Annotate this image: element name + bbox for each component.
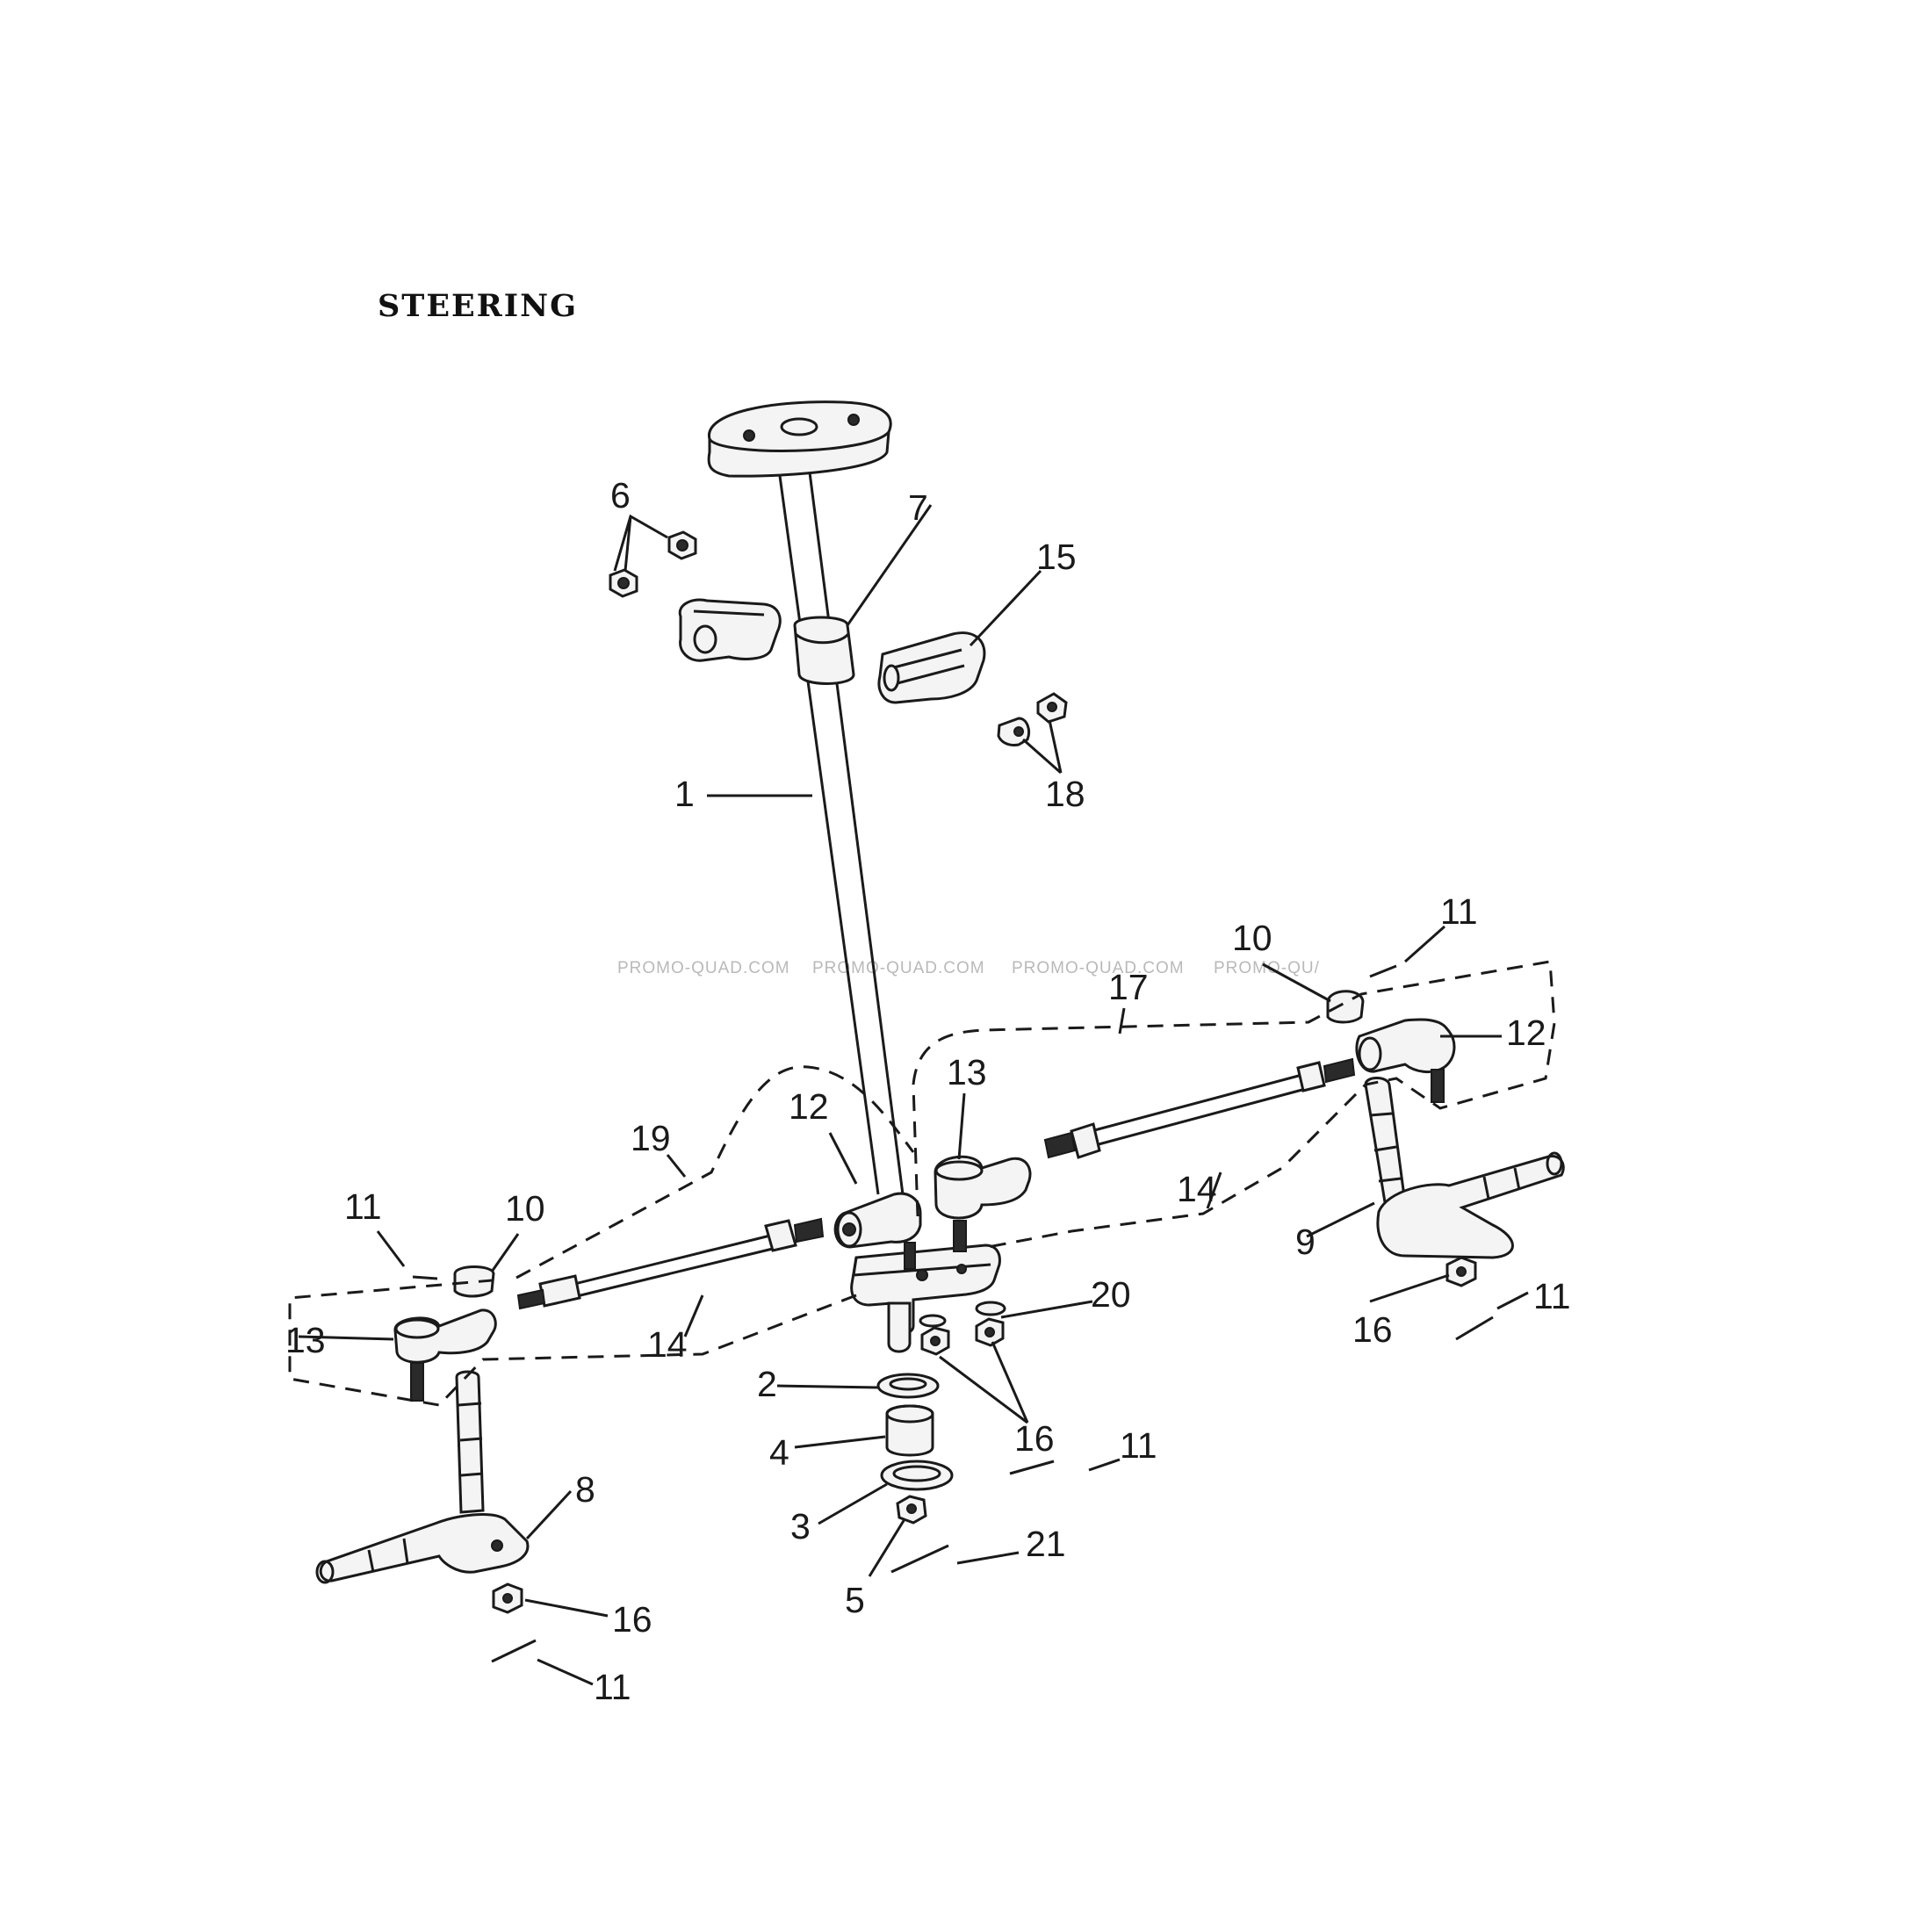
callout-13-left: 13 [285,1320,326,1360]
nut-pair-6 [609,530,697,598]
nut-16-right [1445,1256,1477,1287]
knuckle-right-9 [1364,1077,1565,1259]
callout-14-left: 14 [647,1324,688,1365]
callout-7: 7 [908,487,928,528]
callout-11-right-upper: 11 [1440,891,1478,932]
tie-rod-end-right-12 [1355,1018,1456,1103]
washer-3 [880,1460,954,1491]
callout-9: 9 [1295,1222,1316,1262]
callout-16-left: 16 [612,1599,652,1640]
callout-12-right: 12 [1506,1013,1546,1053]
callout-13-center: 13 [947,1052,987,1092]
callout-4: 4 [769,1432,789,1473]
washer-2 [876,1373,940,1399]
watermark-text: PROMO-QUAD.COM [617,959,790,977]
tie-rod-end-left-13 [393,1308,497,1402]
cotter-pin-11-right-lower [1455,1316,1494,1341]
nut-5 [896,1495,927,1525]
tie-rod-right-14 [1043,1057,1356,1159]
callout-10-left: 10 [505,1188,545,1229]
callout-16-center: 16 [1014,1418,1055,1459]
column-holder-left [678,598,782,662]
cotter-pin-11-left-lower [491,1639,537,1663]
callout-6: 6 [610,475,631,515]
washer-20 [919,1301,1006,1328]
bolt-pair-18 [997,692,1068,746]
tie-rod-end-center-13 [934,1155,1032,1252]
cotter-pin-11-left-upper [412,1275,438,1280]
callout-3: 3 [790,1506,811,1546]
bushing-4 [885,1404,934,1457]
callout-5: 5 [845,1580,865,1620]
callout-12-center: 12 [789,1086,829,1127]
callout-11-right-lower: 11 [1533,1276,1571,1316]
callout-15: 15 [1036,537,1077,577]
callout-16-right: 16 [1352,1309,1393,1350]
callout-20: 20 [1091,1274,1131,1315]
nut-16-left [492,1582,523,1614]
cotter-pin-11-right-upper [1369,964,1397,978]
callout-labels: 1 2 3 4 5 6 7 8 9 10 10 11 11 11 11 11 1… [285,475,1571,1707]
steering-column-lower-arm [850,1244,1001,1353]
handlebar-mount-plate [707,400,892,478]
group-outline-19 [288,1065,915,1407]
watermark-text: PROMO-QU/ [1214,959,1320,977]
knuckle-left-8 [315,1370,530,1584]
callout-17: 17 [1108,967,1149,1007]
steering-column-shaft [778,472,905,1195]
cotter-pin-21 [890,1544,949,1574]
callout-19: 19 [631,1118,671,1158]
nut-pair-16-center [920,1317,1005,1356]
watermark-text: PROMO-QUAD.COM [812,959,985,977]
tie-rod-end-center-12 [833,1192,922,1270]
column-holder-right [877,631,986,704]
callout-14-right: 14 [1177,1169,1217,1209]
callout-2: 2 [757,1364,777,1404]
callout-11-left-upper: 11 [344,1186,382,1227]
callout-1: 1 [674,774,695,814]
callout-11-left-lower: 11 [594,1667,631,1707]
callout-10-right: 10 [1232,918,1272,958]
diagram-title: STEERING [378,288,579,324]
tie-rod-left-14 [516,1217,825,1310]
callout-11-center: 11 [1120,1425,1157,1466]
callout-18: 18 [1045,774,1085,814]
leader-lines [298,504,1529,1686]
cotter-pin-11-center [1009,1460,1055,1475]
callout-21: 21 [1026,1524,1066,1564]
watermark-text: PROMO-QUAD.COM [1012,959,1185,977]
callout-8: 8 [575,1469,595,1510]
nut-10-left [453,1265,495,1298]
